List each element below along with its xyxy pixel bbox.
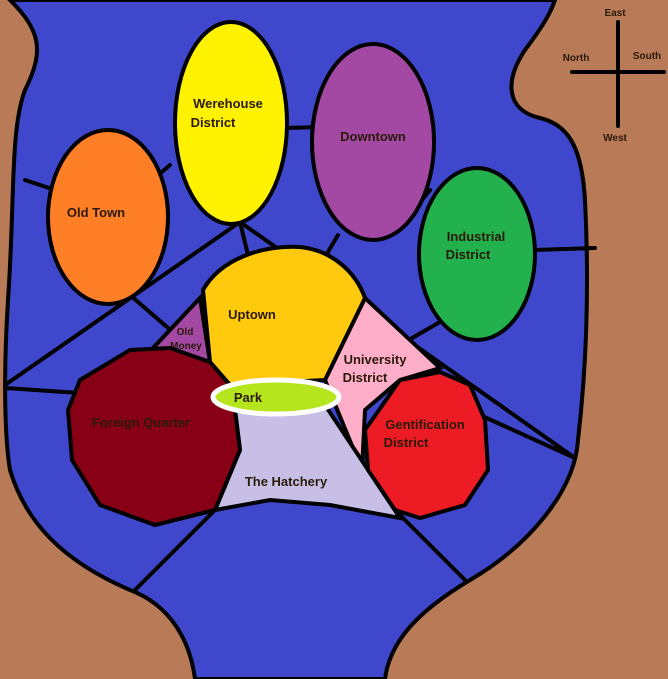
district-industrial[interactable]: Industrial District	[417, 166, 537, 342]
svg-text:Gentification: Gentification	[385, 417, 465, 432]
park[interactable]: Park	[210, 377, 342, 417]
compass: East North South West	[563, 8, 666, 144]
compass-east: East	[604, 8, 626, 19]
svg-text:Old Town: Old Town	[67, 205, 125, 220]
district-old-town[interactable]: Old Town	[46, 128, 170, 306]
district-werehouse[interactable]: Werehouse District	[173, 20, 289, 226]
district-gentification[interactable]: Gentification District	[362, 369, 491, 521]
svg-text:Industrial: Industrial	[447, 229, 506, 244]
svg-text:Money: Money	[170, 341, 202, 352]
svg-text:District: District	[343, 370, 388, 385]
svg-text:Old: Old	[177, 327, 194, 338]
svg-text:District: District	[384, 435, 429, 450]
svg-text:District: District	[446, 247, 491, 262]
svg-text:Werehouse: Werehouse	[193, 96, 263, 111]
svg-text:Foreign Quarter: Foreign Quarter	[92, 415, 190, 430]
district-foreign-quarter[interactable]: Foreign Quarter	[65, 345, 243, 528]
svg-text:Park: Park	[234, 390, 263, 405]
compass-west: West	[603, 133, 627, 144]
compass-south: South	[633, 51, 661, 62]
svg-text:The Hatchery: The Hatchery	[245, 474, 328, 489]
svg-text:Uptown: Uptown	[228, 307, 276, 322]
svg-text:University: University	[344, 352, 408, 367]
svg-text:District: District	[191, 115, 236, 130]
compass-north: North	[563, 53, 590, 64]
district-uptown[interactable]: Uptown	[200, 244, 368, 388]
district-downtown[interactable]: Downtown	[310, 42, 436, 242]
svg-text:Downtown: Downtown	[340, 129, 406, 144]
